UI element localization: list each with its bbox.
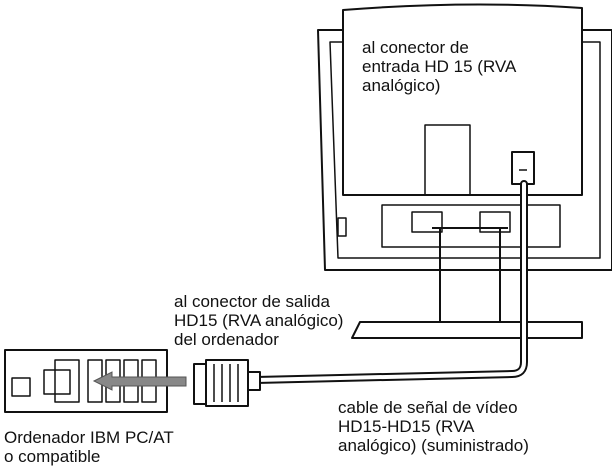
monitor-upper-cover bbox=[342, 3, 583, 196]
label-monitor-input-line-3: analógico) bbox=[362, 76, 441, 95]
monitor bbox=[317, 3, 612, 339]
label-computer-line-2: o compatible bbox=[4, 447, 101, 466]
cable-plug-monitor bbox=[511, 151, 535, 185]
label-monitor-input: al conector de entrada HD 15 (RVA analóg… bbox=[362, 38, 516, 95]
computer-fan bbox=[43, 369, 71, 395]
monitor-cover-notch bbox=[424, 124, 471, 195]
monitor-hd15-connector bbox=[411, 211, 443, 233]
arrow-shape bbox=[92, 371, 187, 391]
label-computer: Ordenador IBM PC/AT o compatible bbox=[4, 428, 174, 466]
monitor-connector-bay bbox=[381, 204, 561, 248]
label-computer-line-1: Ordenador IBM PC/AT bbox=[4, 428, 174, 447]
monitor-stand-base bbox=[351, 321, 583, 339]
monitor-hd15-connector-2 bbox=[479, 211, 511, 233]
computer-bay-1 bbox=[54, 359, 80, 403]
label-cable-line-3: analógico) (suministrado) bbox=[338, 436, 529, 455]
label-monitor-input-line-1: al conector de bbox=[362, 38, 469, 57]
monitor-stand bbox=[432, 227, 508, 322]
label-cable-line-1: cable de señal de vídeo bbox=[338, 398, 518, 417]
label-computer-output-line-2: HD15 (RVA analógico) bbox=[174, 311, 344, 330]
label-computer-output-line-1: al conector de salida bbox=[174, 292, 330, 311]
label-cable: cable de señal de vídeo HD15-HD15 (RVA a… bbox=[338, 398, 529, 455]
computer-connector-arrow bbox=[92, 371, 187, 391]
plug-neck bbox=[247, 371, 261, 391]
label-computer-output-line-3: del ordenador bbox=[174, 330, 279, 349]
computer-power-socket bbox=[11, 377, 31, 397]
monitor-side-port bbox=[337, 217, 347, 237]
plug-body bbox=[205, 359, 249, 407]
label-cable-line-2: HD15-HD15 (RVA bbox=[338, 417, 475, 436]
label-monitor-input-line-2: entrada HD 15 (RVA bbox=[362, 57, 517, 76]
cable-plug-computer bbox=[193, 359, 261, 407]
video-cable-core bbox=[254, 182, 526, 382]
video-cable bbox=[252, 180, 528, 384]
label-computer-output: al conector de salida HD15 (RVA analógic… bbox=[174, 292, 343, 349]
